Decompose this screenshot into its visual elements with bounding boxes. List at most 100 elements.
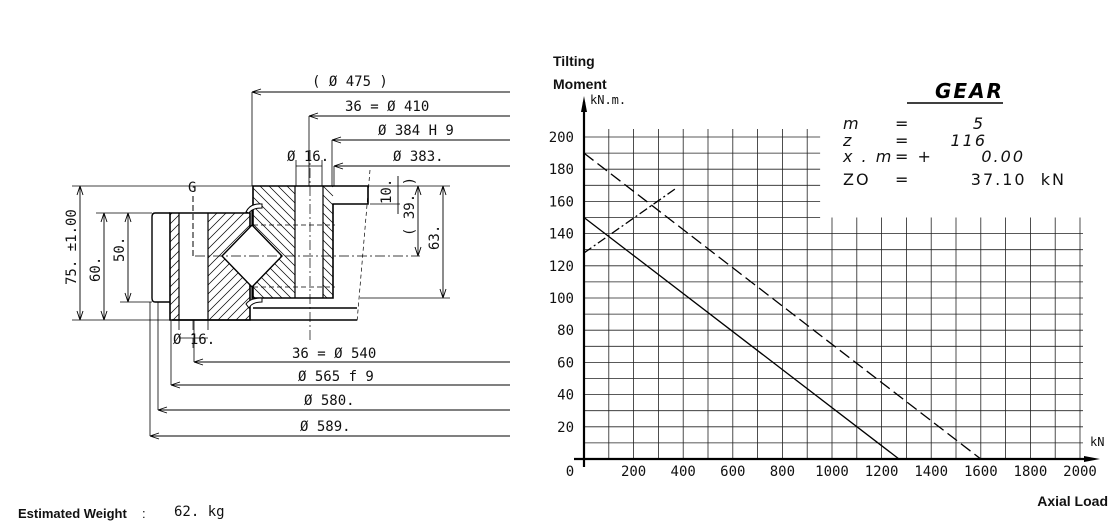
x-tick-label: 1000 bbox=[815, 464, 849, 480]
gear-eq: = bbox=[895, 131, 910, 150]
arrowhead bbox=[331, 136, 342, 144]
hatch-line bbox=[208, 278, 251, 321]
hatch-line bbox=[322, 275, 334, 287]
hatch-line bbox=[207, 212, 245, 250]
x-tick-label: 1600 bbox=[964, 464, 998, 480]
hatch-line bbox=[244, 314, 251, 321]
gear-eq: = bbox=[895, 170, 910, 189]
dim-10: 10. bbox=[379, 179, 395, 204]
gear-label: ZO bbox=[843, 170, 871, 189]
dim-565: Ø 565 f 9 bbox=[298, 369, 374, 385]
arrowhead bbox=[193, 358, 204, 366]
hatch-line bbox=[207, 212, 227, 232]
gear-eq: = + bbox=[895, 147, 933, 166]
y-tick-label: 80 bbox=[557, 323, 574, 339]
arrowhead bbox=[100, 212, 108, 321]
weight-separator: : bbox=[142, 506, 146, 521]
y-tick-label: 200 bbox=[549, 130, 574, 146]
hatch-line bbox=[169, 304, 180, 315]
hatch-line bbox=[252, 286, 265, 299]
hatch-line bbox=[322, 284, 334, 296]
hatch-line bbox=[207, 224, 251, 268]
gear-row-xm: x . m = + 0.00 bbox=[842, 147, 1023, 166]
hatch-line bbox=[235, 305, 251, 321]
hatch-line bbox=[217, 287, 251, 321]
arrowhead bbox=[414, 185, 422, 257]
seal-top bbox=[245, 203, 263, 214]
dim-410: 36 = Ø 410 bbox=[345, 99, 429, 115]
gear-label: x . m bbox=[842, 147, 893, 166]
hatch-line bbox=[169, 241, 180, 252]
hatch-line bbox=[252, 214, 296, 258]
dim-60: 60. bbox=[88, 257, 104, 282]
gear-label: m bbox=[843, 114, 861, 133]
hatch-line bbox=[252, 223, 296, 267]
dim-16-bottom: Ø 16. bbox=[173, 332, 215, 348]
x-tick-label: 400 bbox=[671, 464, 696, 480]
dim-63: 63. bbox=[427, 225, 443, 250]
hatch-line bbox=[169, 295, 180, 306]
gear-eq: = bbox=[895, 114, 910, 133]
arrowhead bbox=[76, 185, 84, 321]
hatch-line bbox=[172, 313, 180, 321]
y-tick-label: 20 bbox=[557, 420, 574, 436]
hatch-line bbox=[322, 248, 334, 260]
arrowhead bbox=[251, 88, 262, 96]
chart-grid bbox=[574, 96, 1100, 467]
hatch-line bbox=[169, 268, 180, 279]
hatch-line bbox=[169, 250, 180, 261]
series-line-dashdot bbox=[583, 187, 677, 254]
arrowhead bbox=[170, 381, 181, 389]
arrowhead bbox=[149, 432, 160, 440]
y-tick-label: 60 bbox=[557, 355, 574, 371]
hatch-line bbox=[322, 239, 334, 251]
gear-label: z bbox=[842, 131, 853, 150]
hatch-line bbox=[322, 266, 334, 278]
hatch-line bbox=[259, 185, 296, 222]
hatch-line bbox=[322, 194, 334, 206]
x-unit-label: kN bbox=[1090, 435, 1104, 449]
hatch-line bbox=[207, 212, 218, 223]
dimension-labels: ( Ø 475 ) 36 = Ø 410 Ø 384 H 9 Ø 383. Ø … bbox=[64, 74, 454, 435]
hatch-line bbox=[252, 187, 296, 231]
series-line-solid bbox=[583, 216, 900, 460]
x-tick-label: 800 bbox=[770, 464, 795, 480]
x-tick-label: 200 bbox=[621, 464, 646, 480]
x-tick-label: 1200 bbox=[865, 464, 899, 480]
arrowhead bbox=[308, 112, 319, 120]
y-tick-label: 180 bbox=[549, 162, 574, 178]
gear-row-m: m = 5 bbox=[843, 114, 983, 133]
hatch-line bbox=[322, 203, 334, 215]
hatch-line bbox=[268, 185, 296, 213]
gear-row-zo: ZO = 37.10 kN bbox=[843, 170, 1066, 189]
y-tick-label: 120 bbox=[549, 259, 574, 275]
weight-value: 62. kg bbox=[174, 504, 225, 520]
hatch-line bbox=[169, 259, 180, 270]
dim-39: ( 39. ) bbox=[402, 177, 418, 236]
y-tick-label: 140 bbox=[549, 227, 574, 243]
gear-value: 116 bbox=[950, 131, 987, 150]
hatch-line bbox=[322, 221, 334, 233]
x-tick-label: 2000 bbox=[1063, 464, 1097, 480]
arrowhead bbox=[124, 212, 132, 303]
y-axis-title-line1: Tilting bbox=[553, 53, 595, 69]
hatch-line bbox=[322, 257, 334, 269]
inner-ring-outline bbox=[252, 185, 369, 299]
hatch-line bbox=[322, 230, 334, 242]
hatch-line bbox=[169, 277, 180, 288]
dim-383: Ø 383. bbox=[393, 149, 444, 165]
y-tick-label: 160 bbox=[549, 194, 574, 210]
gear-teeth-profile bbox=[151, 212, 170, 303]
x-tick-label: 1800 bbox=[1014, 464, 1048, 480]
gear-value: 37.10 kN bbox=[971, 170, 1066, 189]
dim-50: 50. bbox=[112, 237, 128, 262]
arrowhead bbox=[439, 185, 447, 299]
gear-row-z: z = 116 bbox=[842, 131, 987, 150]
x-tick-label: 1400 bbox=[914, 464, 948, 480]
y-unit-label: kN.m. bbox=[590, 93, 626, 107]
hatch-line bbox=[169, 223, 180, 234]
break-line bbox=[356, 169, 371, 323]
hatch-line bbox=[252, 205, 296, 249]
dim-589: Ø 589. bbox=[300, 419, 351, 435]
